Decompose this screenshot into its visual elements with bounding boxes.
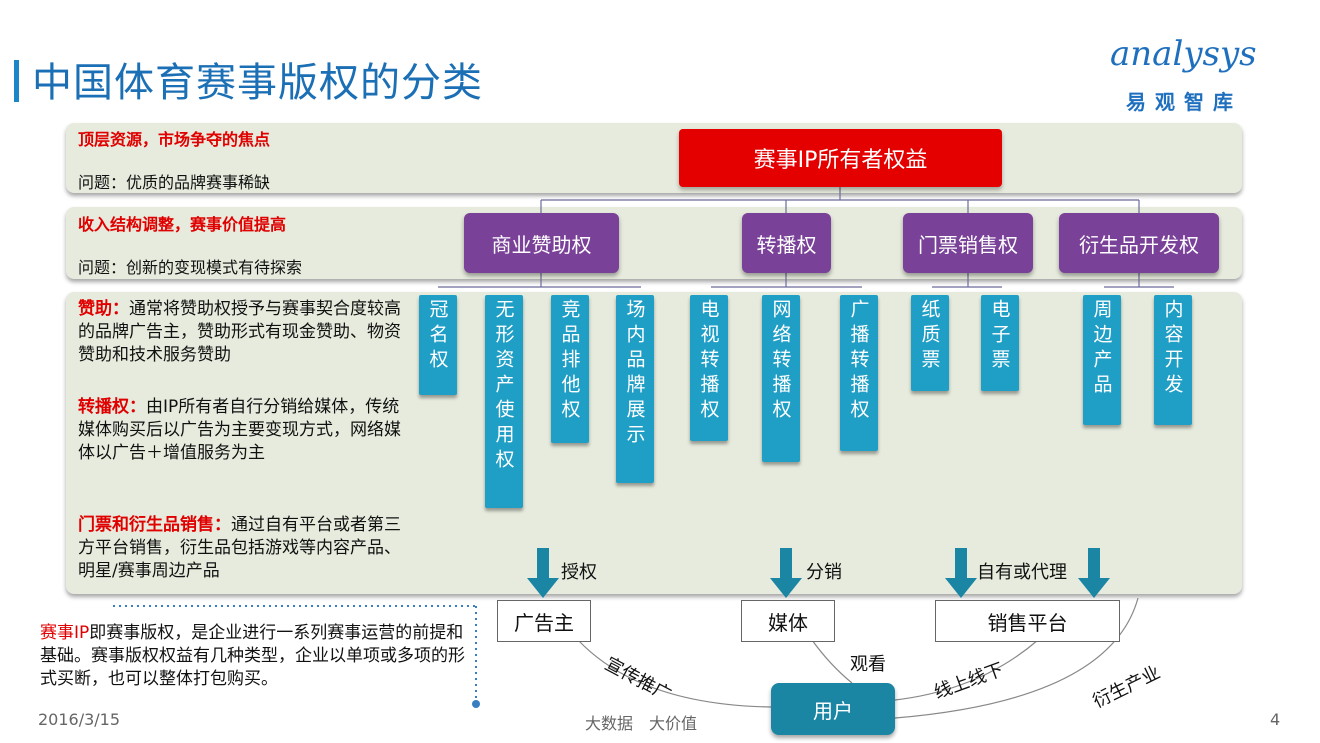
title-accent-bar bbox=[14, 60, 19, 102]
arrow-label: 授权 bbox=[561, 562, 597, 583]
description-text: 通过自有平台或者第三方平台销售，衍生品包括游戏等内容产品、明星/赛事周边产品 bbox=[78, 515, 401, 581]
subitem-node: 冠名权 bbox=[419, 295, 457, 395]
user-node: 用户 bbox=[771, 683, 895, 735]
channel-node: 销售平台 bbox=[935, 600, 1120, 642]
analysys-logo: analysys 易观智库 bbox=[1092, 34, 1282, 114]
channel-node: 媒体 bbox=[741, 600, 835, 642]
description-text: 由IP所有者自行分销给媒体，传统媒体购买后以广告为主要变现方式，网络媒体以广告＋… bbox=[78, 397, 401, 463]
ip-note: 赛事IP即赛事版权，是企业进行一系列赛事运营的前提和基础。赛事版权权益有几种类型… bbox=[40, 622, 470, 691]
category-node: 转播权 bbox=[742, 213, 831, 273]
description-label: 门票和衍生品销售： bbox=[78, 515, 231, 535]
channel-node: 广告主 bbox=[497, 600, 591, 642]
band-top bbox=[66, 123, 1242, 193]
description-text: 通常将赞助权授予与赛事契合度较高的品牌广告主，赞助形式有现金赞助、物资赞助和技术… bbox=[78, 299, 401, 365]
category-node: 商业赞助权 bbox=[464, 213, 619, 273]
subitem-node: 周边产品 bbox=[1083, 295, 1121, 425]
logo-text: analysys bbox=[1110, 34, 1257, 74]
band-question: 问题：创新的变现模式有待探索 bbox=[78, 258, 303, 277]
description-broadcast: 转播权：由IP所有者自行分销给媒体，传统媒体购买后以广告为主要变现方式，网络媒体… bbox=[78, 396, 410, 465]
root-node: 赛事IP所有者权益 bbox=[679, 129, 1002, 187]
subitem-node: 内容开发 bbox=[1154, 295, 1192, 425]
footer-page-number: 4 bbox=[1270, 710, 1281, 729]
arrow-label: 分销 bbox=[806, 562, 842, 583]
description-label: 赞助： bbox=[78, 299, 129, 319]
page-title: 中国体育赛事版权的分类 bbox=[32, 60, 483, 106]
band-headline: 顶层资源，市场争夺的焦点 bbox=[78, 130, 271, 149]
description-tickets: 门票和衍生品销售：通过自有平台或者第三方平台销售，衍生品包括游戏等内容产品、明星… bbox=[78, 514, 410, 583]
flow-label: 观看 bbox=[850, 654, 886, 675]
footer-date: 2016/3/15 bbox=[38, 710, 121, 729]
description-label: 转播权： bbox=[78, 397, 146, 417]
band-bottom bbox=[66, 292, 1242, 594]
down-arrow-icon bbox=[527, 548, 559, 598]
note-highlight: 赛事IP bbox=[40, 623, 90, 643]
subitem-node: 纸质票 bbox=[911, 295, 949, 391]
subitem-node: 场内品牌展示 bbox=[616, 295, 654, 483]
subitem-node: 电子票 bbox=[981, 295, 1019, 391]
logo-subtext: 易观智库 bbox=[1126, 90, 1242, 114]
note-text: 即赛事版权，是企业进行一系列赛事运营的前提和基础。赛事版权权益有几种类型，企业以… bbox=[40, 623, 465, 689]
category-node: 门票销售权 bbox=[903, 213, 1033, 273]
subitem-node: 竞品排他权 bbox=[551, 295, 589, 443]
down-arrow-icon bbox=[1078, 548, 1110, 598]
down-arrow-icon bbox=[770, 548, 802, 598]
footer-slogan: 大数据 大价值 bbox=[585, 714, 698, 733]
category-node: 衍生品开发权 bbox=[1059, 213, 1219, 273]
band-question: 问题：优质的品牌赛事稀缺 bbox=[78, 173, 271, 192]
subitem-node: 广播转播权 bbox=[840, 295, 878, 451]
subitem-node: 电视转播权 bbox=[690, 295, 728, 441]
subitem-node: 无形资产使用权 bbox=[485, 295, 523, 508]
band-middle bbox=[66, 207, 1242, 279]
subitem-node: 网络转播权 bbox=[762, 295, 800, 462]
arrow-label: 自有或代理 bbox=[977, 562, 1067, 583]
band-headline: 收入结构调整，赛事价值提高 bbox=[78, 215, 287, 234]
down-arrow-icon bbox=[945, 548, 977, 598]
description-sponsorship: 赞助：通常将赞助权授予与赛事契合度较高的品牌广告主，赞助形式有现金赞助、物资赞助… bbox=[78, 298, 410, 367]
